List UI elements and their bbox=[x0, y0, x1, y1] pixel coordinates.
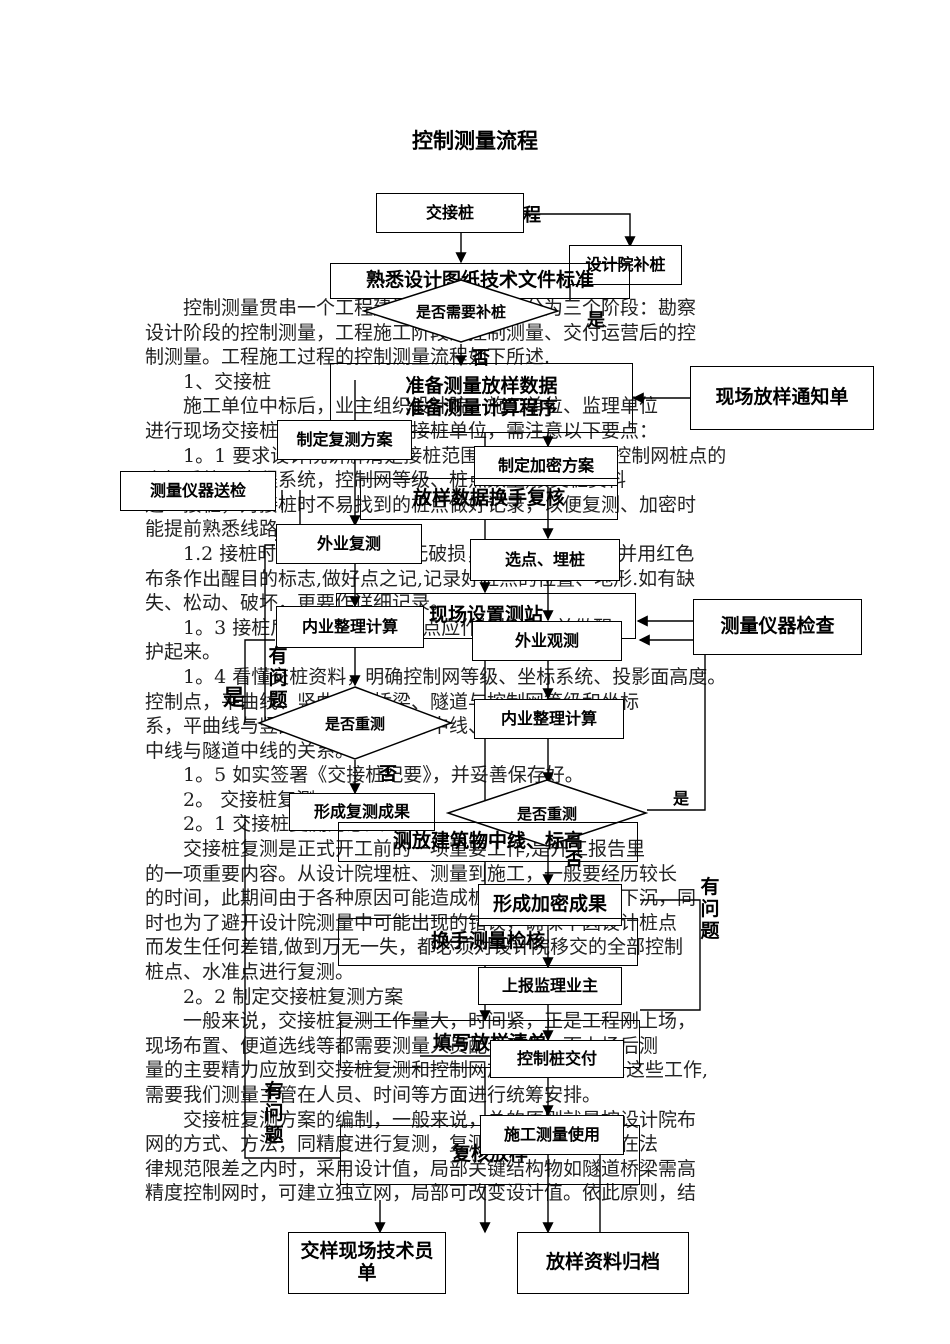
page-title: 控制测量流程 bbox=[412, 129, 538, 153]
box-guidang: 放样资料归档 bbox=[517, 1232, 689, 1294]
box-tongzhidan: 现场放样通知单 bbox=[690, 366, 874, 430]
body-line: 一般来说，交接桩复测工作量大，时间紧，正是工程刚上场， bbox=[145, 1010, 697, 1033]
diamond-buzhuang-label: 是否需要补桩 bbox=[415, 302, 506, 321]
body-line: 护起来。 bbox=[145, 641, 222, 664]
box-jiami-chengguo: 形成加密成果 bbox=[478, 884, 622, 926]
body-line: 施工单位中标后，业主组织设计院、施工单位、监理单位 bbox=[145, 395, 659, 418]
label-fou-2: 否 bbox=[379, 764, 397, 785]
diamond-buzhuang bbox=[362, 279, 560, 343]
body-line: 逐一接桩，对接桩时不易找到的桩点做好记录，以便复测、加密时 bbox=[145, 493, 697, 516]
box-jiaojiezhuang: 交接桩 bbox=[376, 193, 524, 233]
body-line: 1、交接桩 bbox=[145, 370, 272, 393]
box-shigong-shiyong: 施工测量使用 bbox=[480, 1115, 624, 1155]
box-neiye-2: 内业整理计算 bbox=[474, 699, 624, 739]
box-xuandian: 选点、埋桩 bbox=[470, 539, 620, 581]
box-waiye-guance: 外业观测 bbox=[472, 621, 622, 661]
diamond-chongce-2-label: 是否重测 bbox=[516, 804, 577, 823]
body-line: 能提前熟悉线路。 bbox=[145, 518, 298, 541]
body-line: 1。4 看懂交桩资料，明确控制网等级、坐标系统、投影面高度。 bbox=[145, 665, 727, 688]
body-line: 2。 交接桩复测 bbox=[145, 788, 316, 811]
diamond-chongce-2 bbox=[446, 779, 648, 847]
label-shi-1: 是 bbox=[587, 310, 605, 331]
body-line: 交接桩复测是正式开工前的一项重要工作,是开工报告里 bbox=[145, 838, 646, 861]
body-line: 设计阶段的控制测量，工程施工阶段的控制测量、交付运营后的控 bbox=[145, 321, 697, 344]
label-cheng: 程 bbox=[523, 205, 541, 226]
body-line: 1。5 如实签署《交接桩纪要》，并妥善保存好。 bbox=[145, 764, 584, 787]
box-shangbao: 上报监理业主 bbox=[478, 967, 622, 1005]
diamond-chongce-1 bbox=[257, 686, 453, 760]
body-line: 中线与隧道中线的关系。 bbox=[145, 739, 355, 762]
box-waiye-fuce: 外业复测 bbox=[276, 524, 422, 564]
label-you-wenti-1: 有 问 题 bbox=[268, 645, 288, 711]
label-shi-3: 是 bbox=[672, 789, 689, 808]
box-zhiding-jiami: 制定加密方案 bbox=[474, 446, 618, 486]
box-huanshou-jianhe: 换手测量检核 bbox=[338, 918, 638, 966]
body-line: 2。2 制定交接桩复测方案 bbox=[145, 985, 404, 1008]
box-neiye-1: 内业整理计算 bbox=[276, 606, 424, 648]
body-line: 桩点、水准点进行复测。 bbox=[145, 961, 355, 984]
box-sheji-buzhuang: 设计院补桩 bbox=[569, 245, 682, 285]
label-fou-3: 否 bbox=[565, 849, 583, 870]
label-shi-2: 是 bbox=[222, 686, 245, 711]
box-zhiding-fuce: 制定复测方案 bbox=[277, 420, 412, 460]
body-line: 精度控制网时，可建立独立网，局部可改变设计值。依此原则，结 bbox=[145, 1182, 697, 1205]
box-huanshou-fuhe: 放样数据换手复核 bbox=[360, 478, 618, 520]
box-zhongxian: 测放建筑物中线、标高 bbox=[338, 822, 638, 862]
box-fuce-chengguo: 形成复测成果 bbox=[289, 793, 435, 831]
body-line: 需要我们测量主管在人员、时间等方面进行统筹安排。 bbox=[145, 1084, 602, 1106]
box-jiaoyang: 交样现场技术员 单 bbox=[288, 1232, 446, 1294]
label-you-wenti-2: 有 问 题 bbox=[700, 876, 720, 942]
box-jiaofu: 控制桩交付 bbox=[490, 1040, 624, 1078]
box-songjian: 测量仪器送检 bbox=[120, 471, 276, 511]
box-zhunbei: 准备测量放样数据 准备测量计算程序 bbox=[330, 363, 633, 433]
body-line: 律规范限差之内时，采用设计值，局部关键结构物如隧道桥梁需高 bbox=[145, 1157, 697, 1180]
body-line: 制测量。工程施工过程的控制测量流程如下所述. bbox=[145, 346, 551, 369]
label-you-wenti-3: 有 问 题 bbox=[264, 1080, 284, 1146]
diamond-chongce-1-label: 是否重测 bbox=[324, 714, 385, 733]
box-yiqi-jiancha: 测量仪器检查 bbox=[693, 599, 862, 655]
